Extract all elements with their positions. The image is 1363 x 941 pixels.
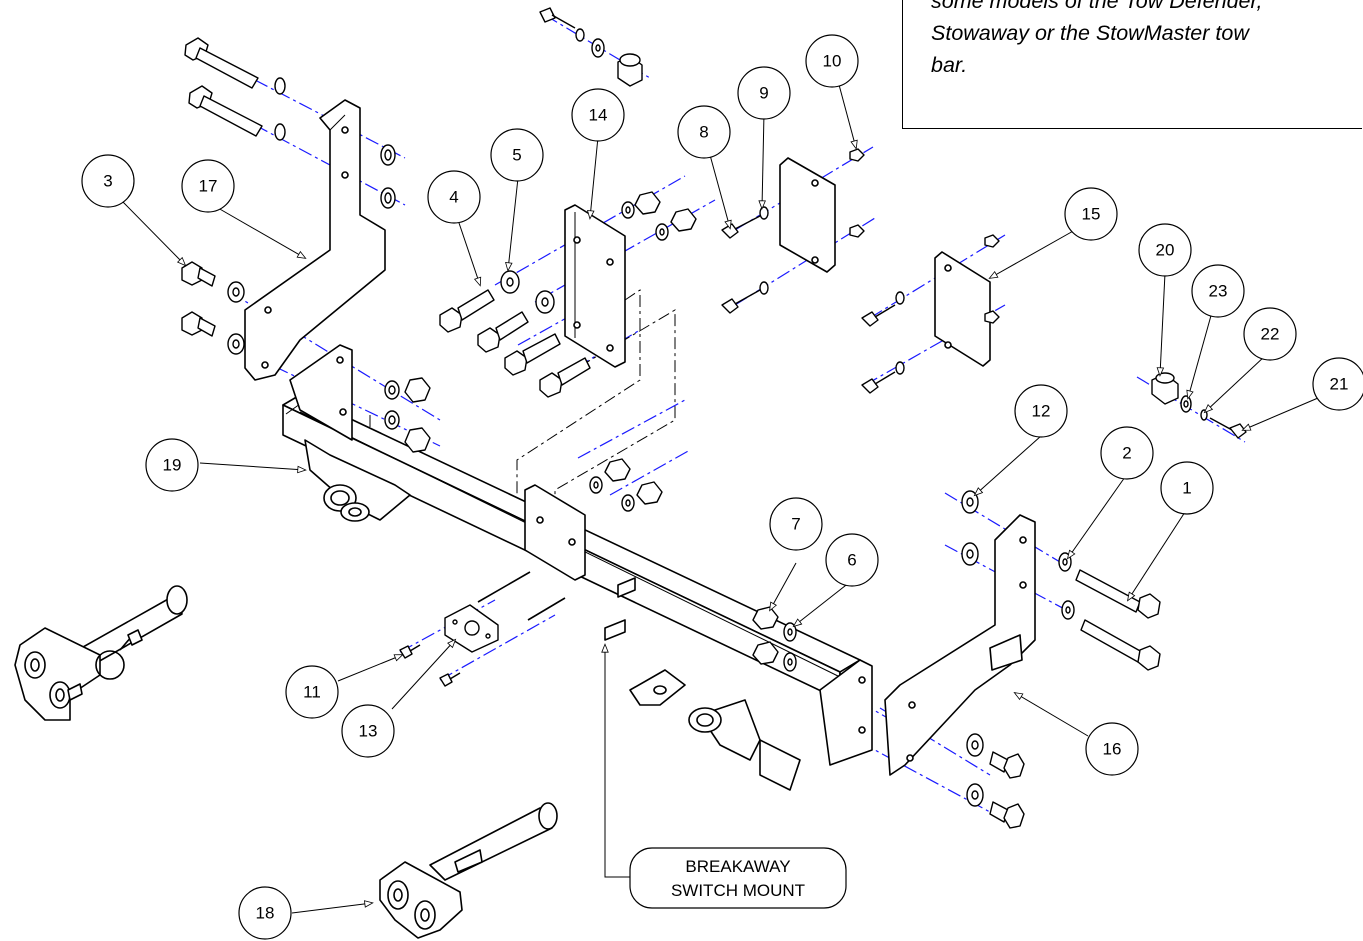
- callout-3-text: 3: [103, 172, 112, 191]
- callout-7-text: 7: [791, 515, 800, 534]
- left-bracket-17: [244, 99, 386, 381]
- note-line-1: some models of the Tow Defender,: [931, 0, 1263, 13]
- callout-11: [285, 665, 339, 719]
- callout-15-text: 15: [1082, 205, 1101, 224]
- callout-18-text: 18: [256, 904, 275, 923]
- callout-20: [1138, 223, 1192, 277]
- breakaway-label-line2: SWITCH MOUNT: [671, 881, 805, 900]
- callout-17: [181, 159, 235, 213]
- callout-22: [1243, 307, 1297, 361]
- callout-14-text: 14: [589, 106, 608, 125]
- callout-5-text: 5: [512, 146, 521, 165]
- callout-21-text: 21: [1330, 375, 1349, 394]
- callout-1-text: 1: [1182, 479, 1191, 498]
- right-bracket-16: [884, 514, 1036, 776]
- callout-6-text: 6: [847, 551, 856, 570]
- callout-21: [1312, 357, 1363, 411]
- callout-9: [737, 66, 791, 120]
- callout-19: [145, 438, 199, 492]
- callout-16: [1085, 722, 1139, 776]
- callout-23: [1191, 264, 1245, 318]
- callout-14: [571, 88, 625, 142]
- callout-8-text: 8: [699, 123, 708, 142]
- plate-small-upper: [779, 157, 836, 273]
- callout-4-text: 4: [449, 188, 458, 207]
- callout-6: [825, 533, 879, 587]
- callout-22-text: 22: [1261, 325, 1280, 344]
- callout-17-text: 17: [199, 177, 218, 196]
- clevis-lower: [379, 802, 558, 939]
- callout-13: [341, 704, 395, 758]
- note-line-3: bar.: [931, 53, 968, 77]
- callout-20-text: 20: [1156, 241, 1175, 260]
- callout-19-text: 19: [163, 456, 182, 475]
- callout-1: [1160, 461, 1214, 515]
- callout-11-text: 11: [303, 683, 321, 702]
- leader-lines: [121, 80, 1319, 914]
- callout-2-text: 2: [1122, 444, 1131, 463]
- breakaway-switch-mount-label: BREAKAWAY SWITCH MOUNT: [629, 847, 847, 909]
- callout-8: [677, 105, 731, 159]
- callout-2: [1100, 426, 1154, 480]
- callout-12-text: 12: [1032, 402, 1051, 421]
- callout-13-text: 13: [359, 722, 378, 741]
- breakaway-label-line1: BREAKAWAY: [685, 857, 790, 876]
- callout-3: [81, 154, 135, 208]
- note-line-2: Stowaway or the StowMaster tow: [931, 21, 1249, 45]
- plate-14: [564, 204, 626, 368]
- callout-10-text: 10: [823, 52, 842, 71]
- callout-numbers: 1 2 3 4 5 6 7 8 9 10 11 12 13 14 15 16 1…: [103, 52, 1348, 923]
- callout-18: [238, 886, 292, 940]
- callout-5: [490, 128, 544, 182]
- callout-23-text: 23: [1209, 282, 1228, 301]
- receiver-crossbar: [282, 344, 873, 791]
- callout-bubbles: [81, 34, 1363, 940]
- callout-15: [1064, 187, 1118, 241]
- callout-9-text: 9: [759, 84, 768, 103]
- callout-16-text: 16: [1103, 740, 1122, 759]
- callout-4: [427, 170, 481, 224]
- note-box: some models of the Tow Defender, Stowawa…: [902, 0, 1362, 129]
- callout-10: [805, 34, 859, 88]
- centerlines: [229, 14, 1246, 813]
- assembly-lines: [369, 289, 676, 560]
- plate-15: [934, 251, 991, 367]
- clevis-left: [14, 585, 188, 721]
- callout-7: [769, 497, 823, 551]
- callout-12: [1014, 384, 1068, 438]
- hardware: [181, 7, 1247, 829]
